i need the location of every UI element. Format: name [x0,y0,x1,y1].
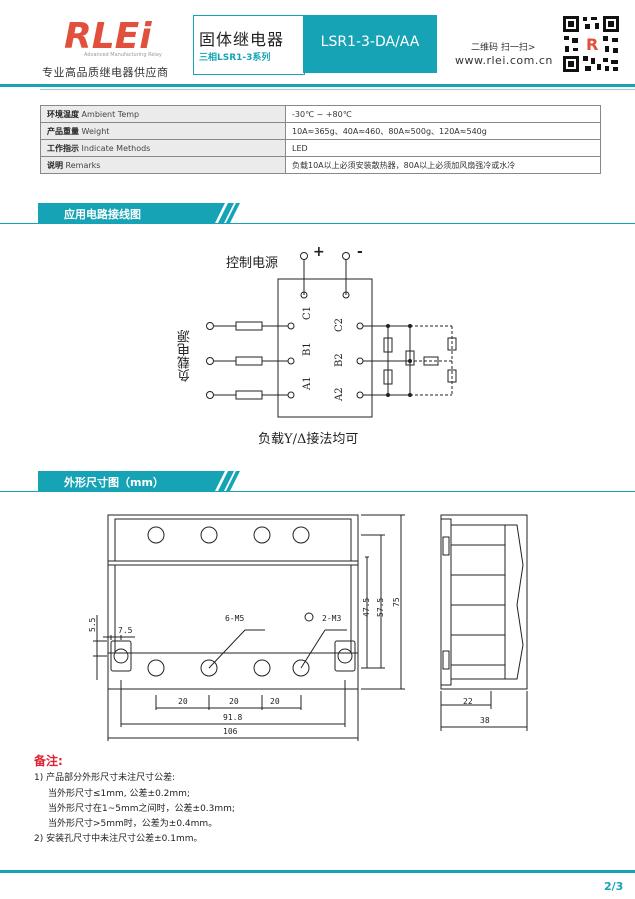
spec-key-en: Remarks [65,160,101,170]
spec-key: 产品重量 Weight [40,122,286,140]
dim-side-38: 38 [480,716,490,725]
title-box-left [193,15,305,75]
note-line-3: 当外形尺寸在1~5mm之间时，公差±0.3mm; [48,804,235,814]
model-box [303,15,437,73]
dim-left-offset-v: 5.5 [88,617,97,632]
dim-height-47: 47.5 [362,597,371,617]
spec-key: 说明 Remarks [40,156,286,174]
dim-spacing-1: 20 [178,697,188,706]
spec-key-cn: 工作指示 [47,143,79,153]
terminal-a1: A1 [302,376,313,390]
load-power-label: 负载电源 [178,330,193,382]
spec-key-cn: 产品重量 [47,126,79,136]
control-power-label: 控制电源 [226,256,279,271]
spec-value: -30℃ ~ +80℃ [285,105,601,123]
spec-key: 工作指示 Indicate Methods [40,139,286,157]
dim-total-width: 106 [223,727,238,736]
section-title-dimensions: 外形尺寸图（mm） [64,476,164,489]
note-line-5: 2) 安装孔尺寸中未注尺寸公差±0.1mm。 [34,834,203,844]
terminal-b1: B1 [302,342,313,356]
dim-height-57: 57.5 [376,597,385,617]
svg-text:Advanced Manufacturing Relay: Advanced Manufacturing Relay [84,52,162,58]
scan-text: 二维码 扫一扫> [471,43,536,53]
page-number: 2/3 [604,880,624,893]
dim-left-offset-h: 7.5 [118,626,133,635]
header-rule [0,84,635,87]
hole-label-2m3: 2-M3 [322,614,342,623]
spec-value: LED [285,139,601,157]
dim-height-75: 75 [392,597,401,607]
spec-key-cn: 环境温度 [47,109,79,119]
svg-text:RLEi: RLEi [64,16,152,57]
note-line-2: 当外形尺寸≤1mm, 公差±0.2mm; [48,789,190,799]
spec-key: 环境温度 Ambient Temp [40,105,286,123]
note-line-4: 当外形尺寸>5mm时，公差为±0.4mm。 [48,819,218,829]
slogan: 专业高品质继电器供应商 [42,66,169,79]
spec-key-en: Indicate Methods [81,143,151,153]
dim-inner-width: 91.8 [223,713,243,722]
terminal-c1: C1 [302,305,313,320]
footer-rule [0,870,635,873]
spec-value: 10A≈365g、40A≈460、80A≈500g、120A≈540g [285,122,601,140]
model-number: LSR1-3-DA/AA [320,34,420,50]
plus-sign: + [313,244,325,260]
section-title-wiring: 应用电路接线图 [64,208,141,221]
spec-key-cn: 说明 [47,160,63,170]
spec-row: 环境温度 Ambient Temp-30℃ ~ +80℃ [40,105,601,123]
spec-key-en: Weight [81,126,110,136]
svg-text:R: R [586,35,598,54]
dim-spacing-3: 20 [270,697,280,706]
rlei-logo: RLEi Advanced Manufacturing Relay [64,16,162,58]
note-line-1: 1) 产品部分外形尺寸未注尺寸公差: [34,773,176,783]
section-header-dimensions [0,471,635,492]
wiring-diagram [206,252,457,418]
spec-value: 负载10A以上必须安装散热器，80A以上必须加风扇强冷或水冷 [285,156,601,174]
product-title: 固体继电器 [199,30,285,49]
notes-title: 备注: [34,754,63,768]
hole-label-6m5: 6-M5 [225,614,245,623]
terminal-c2: C2 [334,317,345,332]
dim-side-22: 22 [463,697,473,706]
terminal-a2: A2 [334,387,345,401]
product-series: 三相LSR1-3系列 [199,53,271,63]
header-subrule [40,89,635,90]
wiring-caption: 负载Y/Δ接法均可 [258,432,359,447]
website: www.rlei.com.cn [455,54,553,67]
qr-code-icon[interactable]: R [561,14,621,74]
section-header-wiring [0,203,635,224]
terminal-b2: B2 [334,353,345,367]
spec-key-en: Ambient Temp [81,109,140,119]
minus-sign: - [357,244,363,260]
dim-spacing-2: 20 [229,697,239,706]
dimension-drawing [93,514,528,741]
